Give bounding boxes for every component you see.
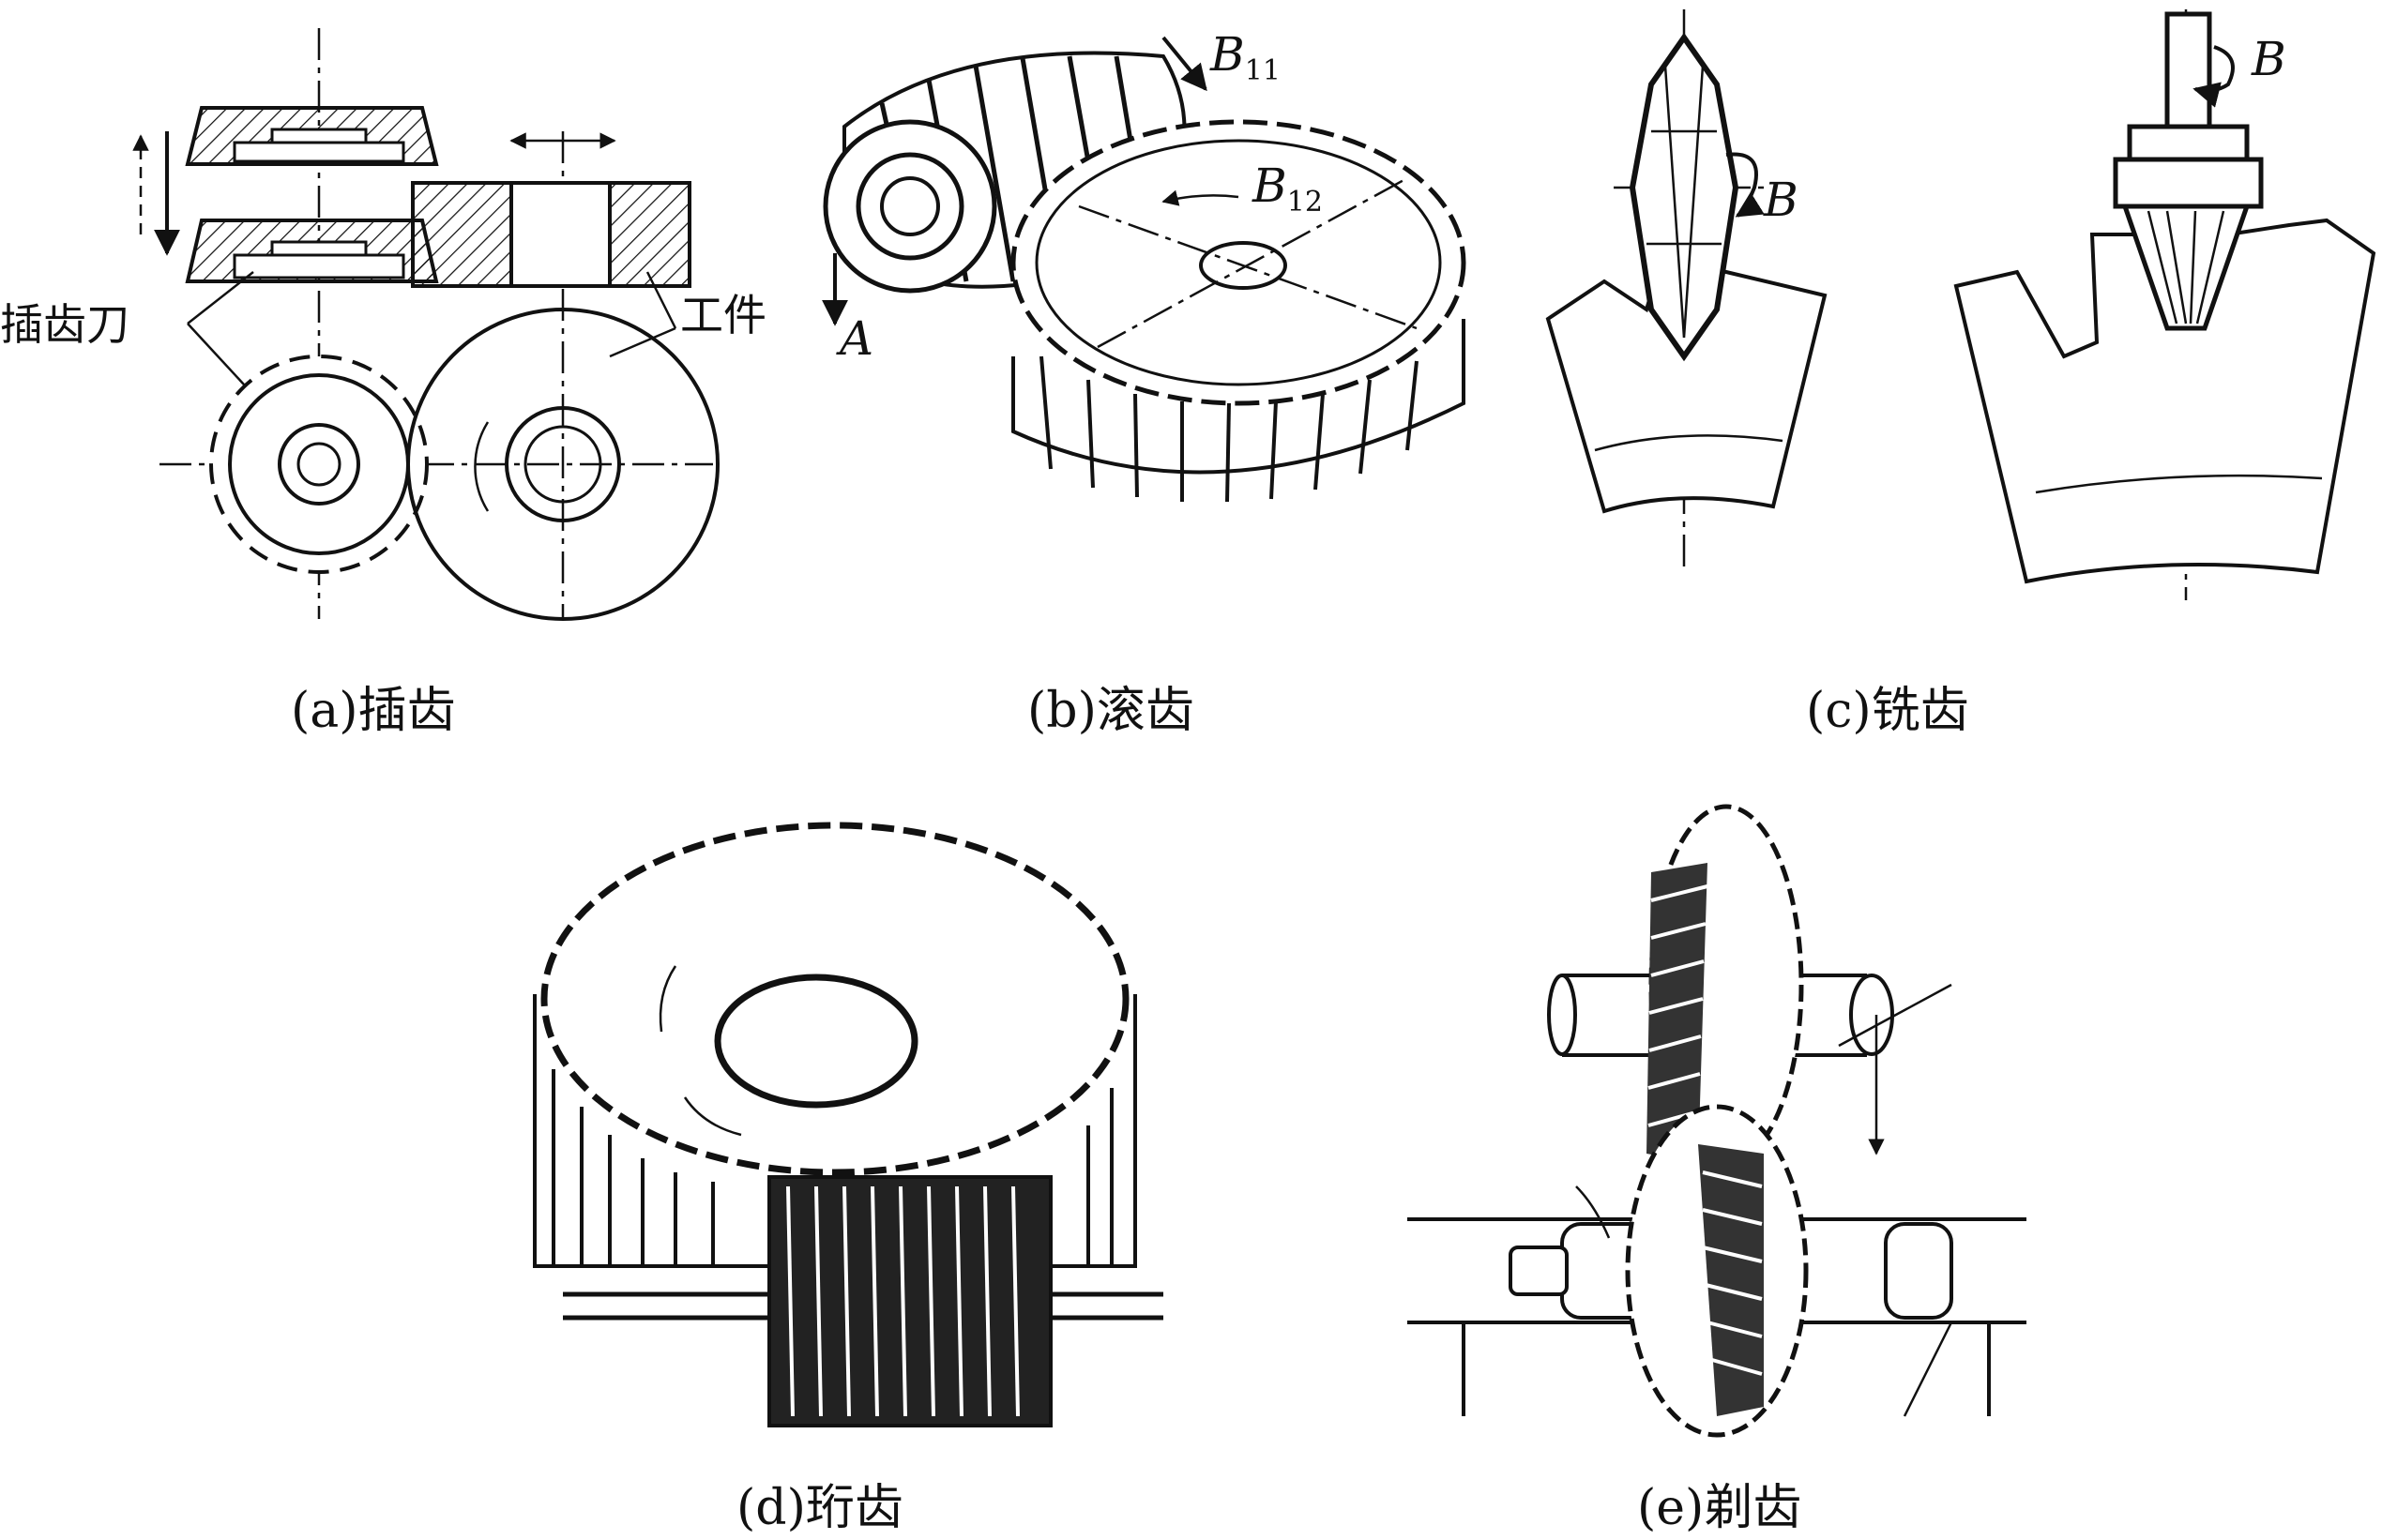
motion-B11-letter: B	[1209, 27, 1245, 82]
disk-milling-cutter: B	[1545, 9, 1828, 572]
honing-wheel	[767, 1175, 1053, 1427]
motion-B11: B11	[1209, 27, 1281, 87]
shaper-cutter-gear-plan	[209, 355, 429, 574]
shaper-cutter-upper	[185, 106, 439, 166]
motion-B-disk: B	[1763, 173, 1798, 227]
motion-B12: B12	[1252, 159, 1323, 219]
panel-b-hobbing: B11 B12 A (b)滚齿	[822, 27, 1466, 739]
label-workpiece: 工件	[680, 290, 766, 340]
caption-a: (a)插齿	[291, 683, 456, 739]
shaper-cutter-lower	[185, 219, 439, 283]
gear-workpiece-b	[1010, 119, 1466, 503]
caption-c: (c)铣齿	[1806, 683, 1969, 739]
motion-B12-letter: B	[1252, 159, 1287, 213]
motion-B-finger: B	[2251, 32, 2286, 86]
caption-b: (b)滚齿	[1027, 683, 1194, 739]
panel-d-honing: (d)珩齿	[533, 822, 1163, 1536]
panel-e-shaving: (e)剃齿	[1407, 804, 2026, 1536]
panel-a-gear-shaping: 插齿刀 工件 (a)插齿	[0, 28, 766, 739]
caption-e: (e)剃齿	[1637, 1480, 1801, 1536]
motion-A: A	[836, 311, 873, 366]
hob-cutter	[823, 51, 1187, 294]
workpiece-plan	[406, 308, 720, 621]
gear-workpiece-e	[1575, 1104, 1809, 1438]
caption-d: (d)珩齿	[736, 1480, 903, 1536]
motion-B11-sub: 11	[1245, 54, 1281, 87]
motion-B12-sub: 12	[1287, 186, 1323, 219]
workpiece-section	[411, 181, 691, 288]
finger-milling-cutter: B	[1953, 9, 2376, 600]
label-shaper-cutter: 插齿刀	[0, 299, 129, 350]
panel-c-milling: B B (c)铣齿	[1545, 9, 2376, 739]
